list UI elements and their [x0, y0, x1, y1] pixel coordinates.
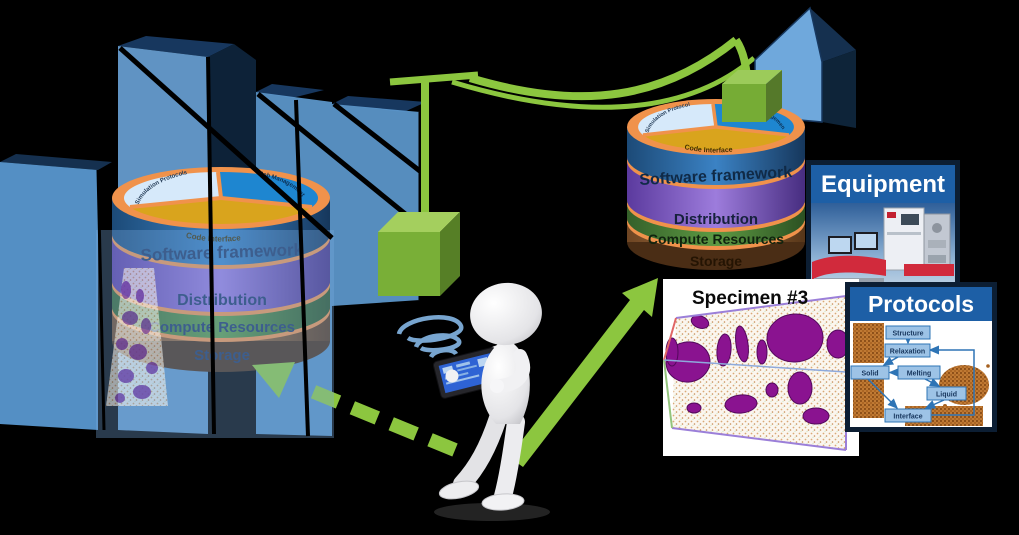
cube-top — [378, 212, 460, 232]
person-figure — [396, 282, 550, 521]
arm-near — [493, 349, 531, 393]
cube-front — [378, 232, 440, 296]
cube-front — [722, 84, 766, 122]
layer-label-compute: Compute Resources — [648, 231, 784, 247]
pie-label-code-interface: Code Interface — [684, 144, 733, 154]
pie-slice-light — [638, 104, 716, 135]
flow-connectors — [867, 334, 975, 416]
building-roof — [0, 154, 112, 170]
cube-top — [722, 70, 782, 84]
instrument-logo — [887, 212, 896, 218]
building-panel — [0, 162, 98, 430]
platform-cylinder-left: Code Interface Simulation Protocols Job … — [112, 167, 330, 372]
cube-side — [440, 212, 460, 296]
layer-label-distribution: Distribution — [177, 292, 267, 309]
embedded-specimen-image — [106, 268, 168, 406]
hand — [490, 379, 504, 393]
building-roof — [332, 96, 426, 112]
layer-label-distribution: Distribution — [674, 211, 758, 228]
foot — [438, 480, 480, 500]
dashed-arrow — [252, 362, 458, 457]
specimen-title: Specimen #3 — [692, 288, 808, 309]
layer-label-compute: Compute Resources — [149, 319, 295, 336]
leg — [453, 409, 507, 493]
solid-arrow — [509, 278, 658, 467]
head — [470, 282, 542, 346]
node-interface: Interface — [893, 414, 922, 421]
node-structure: Structure — [892, 331, 923, 338]
node-liquid: Liquid — [936, 392, 957, 399]
layer-label-storage: Storage — [194, 347, 250, 364]
protocols-title: Protocols — [868, 291, 974, 317]
dashed-arrow-head — [252, 362, 295, 398]
node-solid: Solid — [861, 371, 878, 378]
layer-label-storage: Storage — [690, 253, 742, 269]
side-desk — [904, 264, 954, 276]
node-relaxation: Relaxation — [890, 349, 925, 356]
foot — [481, 493, 525, 511]
house-side — [822, 50, 856, 128]
inset-banner — [850, 287, 992, 321]
inset-banner — [811, 165, 955, 203]
hand — [445, 369, 459, 383]
node-melting: Melting — [907, 371, 932, 378]
antenna-pole — [421, 76, 429, 218]
control-desk — [812, 255, 886, 280]
protocols-inset: Protocols Structure Relaxation Solid Mel… — [845, 282, 997, 432]
pie-slice-light — [123, 172, 221, 207]
network-node-left — [378, 71, 479, 296]
svg-text:Code Interface: Code Interface — [684, 144, 733, 154]
reflection — [434, 503, 550, 521]
network-node-right — [722, 70, 782, 122]
cube-side — [766, 70, 782, 122]
antenna-crossbar — [389, 71, 479, 86]
specimen-inset: Specimen #3 — [663, 279, 859, 456]
network-wires — [451, 36, 756, 110]
leg — [494, 413, 525, 505]
house-roof — [810, 8, 856, 62]
flow-nodes: Structure Relaxation Solid Melting Liqui… — [850, 325, 967, 423]
wireless-swirl-icon — [396, 315, 464, 359]
equipment-title: Equipment — [821, 171, 945, 198]
building-roof — [118, 36, 234, 57]
